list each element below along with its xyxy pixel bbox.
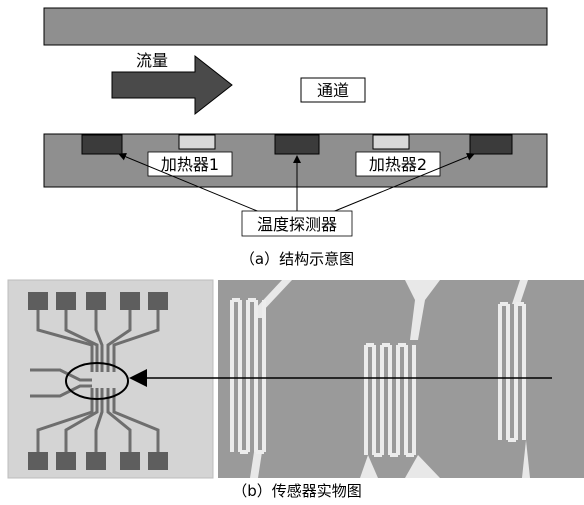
- temperature-detector-center: [274, 134, 320, 155]
- detector-label: 温度探测器: [257, 215, 337, 234]
- flow-label: 流量: [136, 51, 168, 70]
- heater2-label-box: [355, 151, 441, 177]
- pointer-arrow-right: [329, 152, 475, 214]
- flow-arrow: [111, 54, 233, 116]
- top-wall: [43, 7, 548, 46]
- temperature-detector-left: [81, 134, 123, 155]
- channel-label: 通道: [317, 81, 349, 100]
- detector-label-box: [241, 210, 353, 237]
- sensor-photo-left: [7, 279, 214, 479]
- temperature-detector-right: [469, 134, 513, 155]
- pointer-arrow-left: [118, 152, 263, 214]
- structure-schematic: 流量 通道 加热器1 加热器2 温度探测器 （a）结构示意图: [43, 7, 548, 268]
- caption-b: （b）传感器实物图: [232, 482, 362, 500]
- heater2-label: 加热器2: [369, 155, 427, 174]
- caption-a: （a）结构示意图: [240, 250, 354, 268]
- sensor-photo-right: [218, 280, 584, 478]
- heater-2: [372, 134, 410, 150]
- sensing-region-ellipse: [65, 362, 129, 400]
- heater1-label: 加热器1: [161, 155, 219, 174]
- channel-label-box: [300, 77, 366, 103]
- heater-1: [178, 134, 216, 150]
